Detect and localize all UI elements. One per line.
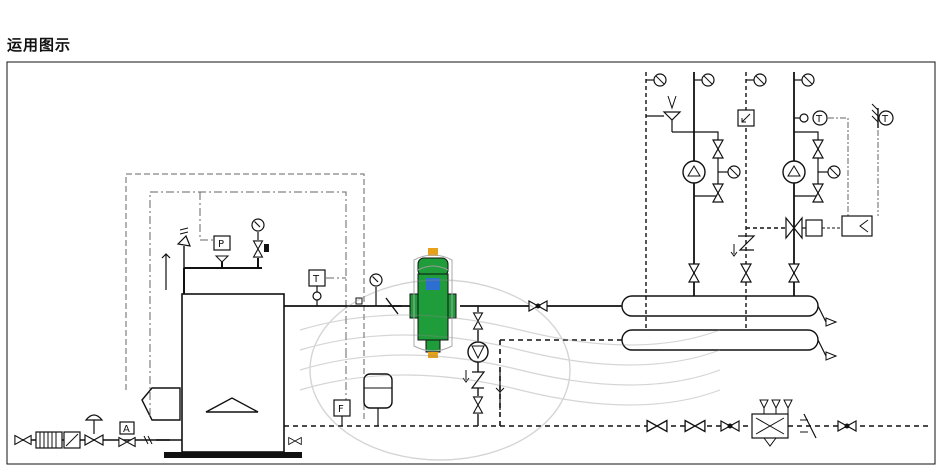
heating-loop-1 (646, 72, 741, 296)
loop2-upper-valve-icon (812, 139, 824, 159)
control-lines (125, 173, 365, 420)
analyzer-symbol: A (123, 424, 130, 435)
loop-dashed-lines (645, 72, 747, 330)
expansion-tank (363, 373, 393, 426)
flow-meter: F (333, 399, 351, 426)
pressure-symbol: P (218, 239, 224, 250)
loop1-supply-valve-icon (688, 263, 700, 283)
return-dashed-line (284, 339, 930, 427)
loop1-upper-valve-icon (712, 139, 724, 159)
three-way-valve-icon (785, 216, 803, 240)
inlet-group: A (14, 414, 153, 449)
supply-gauge-icon (355, 273, 383, 306)
supply-valve-icon (528, 300, 548, 312)
heating-loop-2: T T (730, 72, 894, 296)
loop2-return-valve-icon (740, 263, 752, 283)
boiler-gauge-icon (251, 218, 269, 258)
air-dirt-separator (409, 248, 457, 358)
thermometer-sensor: T (308, 269, 326, 306)
flow-symbol: F (338, 404, 344, 415)
boiler-return-valve-icon (288, 437, 302, 445)
loop2-lower-valve-icon (812, 183, 824, 203)
outdoor-thermo-symbol: T (881, 114, 889, 125)
safety-valve-icon (161, 227, 191, 290)
boiler-top-manifold (183, 258, 262, 294)
distribution-headers (621, 295, 838, 361)
loop2-supply-valve-icon (788, 263, 800, 283)
return-pump-branch (462, 306, 505, 426)
watermark (299, 279, 721, 461)
check-valve-icon (385, 297, 402, 315)
page-title: 运用图示 (7, 36, 72, 54)
diagram-frame (6, 61, 936, 465)
loop1-lower-valve-icon (712, 183, 724, 203)
bottom-right-fittings (646, 399, 857, 447)
controller-icon (841, 215, 873, 237)
burner (141, 387, 181, 421)
boiler (164, 293, 302, 458)
pressure-sensor: P (213, 235, 231, 263)
thermometer-symbol: T (312, 274, 320, 285)
loop2-thermo-symbol: T (815, 114, 823, 125)
